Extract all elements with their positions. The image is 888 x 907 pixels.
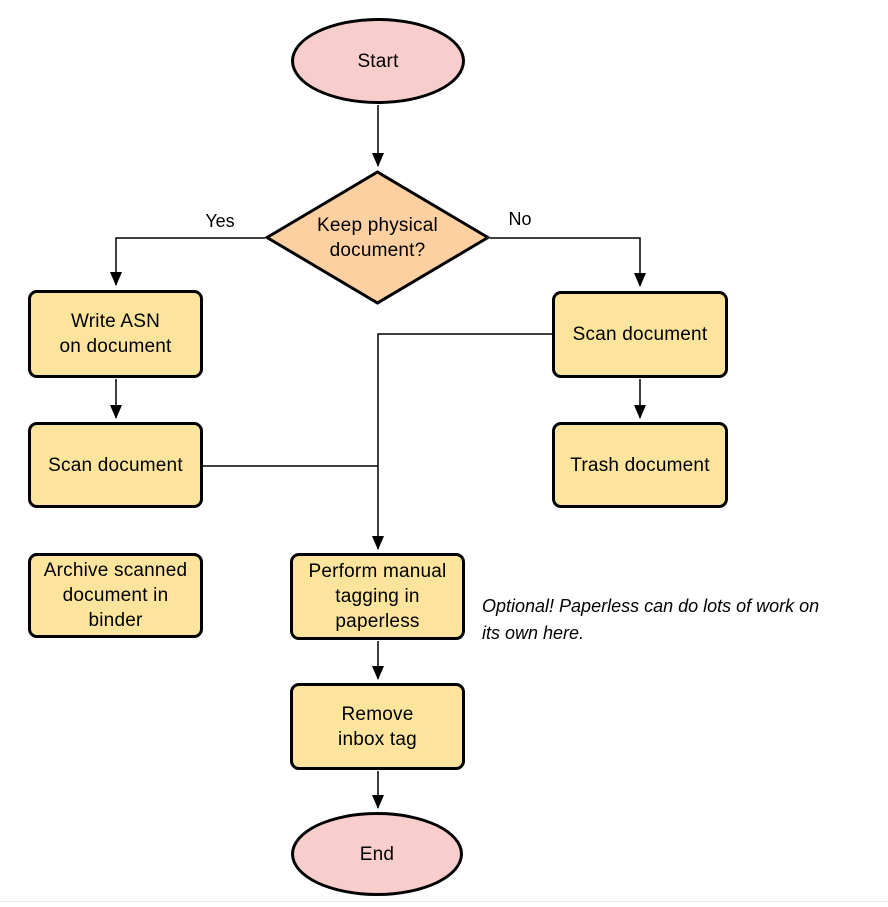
node-archive-binder: Archive scanned document in binder (28, 553, 203, 638)
node-start: Start (291, 18, 465, 104)
node-manual-tagging: Perform manual tagging in paperless (290, 553, 465, 640)
node-write-asn: Write ASN on document (28, 290, 203, 378)
edge-decision-yes (110, 237, 265, 286)
edge-scanright-to-tagging (372, 333, 552, 550)
bottom-divider (0, 901, 888, 902)
edge-label-no: No (508, 209, 532, 229)
edge-label-yes: Yes (205, 211, 235, 231)
node-scan-document-right: Scan document (552, 291, 728, 378)
diamond-shape (265, 170, 490, 305)
edge-decision-no (490, 237, 646, 287)
node-scan-document-left: Scan document (28, 422, 203, 508)
node-decision-label: Keep physical document? (317, 214, 438, 261)
node-end: End (291, 812, 463, 896)
node-trash-document: Trash document (552, 422, 728, 508)
optional-note: Optional! Paperless can do lots of work … (482, 596, 820, 643)
node-decision: Keep physical document? (265, 170, 490, 305)
node-remove-inbox-tag: Remove inbox tag (290, 683, 465, 770)
